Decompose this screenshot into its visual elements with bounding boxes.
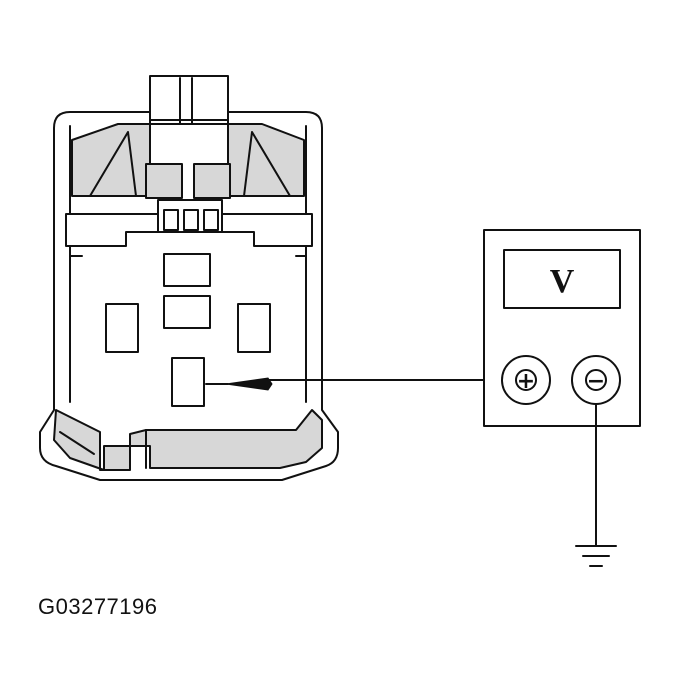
connector (39, 75, 339, 481)
ground (575, 403, 617, 567)
terminal-cavity-2 (163, 295, 211, 329)
voltmeter-display (503, 249, 621, 309)
voltmeter-display-label: V (550, 263, 575, 300)
terminal-cavity-4 (237, 303, 271, 353)
connector-bottom-rail (53, 409, 323, 471)
terminal-cavity-1 (163, 253, 211, 287)
positive-terminal-label: + (517, 369, 535, 394)
negative-terminal-label: − (587, 369, 605, 394)
terminal-cavity-probed (171, 357, 205, 407)
positive-terminal (501, 355, 551, 405)
probe-tip (225, 377, 273, 391)
figure-id: G03277196 (38, 594, 158, 619)
terminal-cavity-3 (105, 303, 139, 353)
ground-symbol-icon (575, 545, 617, 567)
voltmeter: V + − (483, 229, 641, 427)
probe (205, 377, 505, 391)
connector-lock-right (227, 123, 305, 197)
